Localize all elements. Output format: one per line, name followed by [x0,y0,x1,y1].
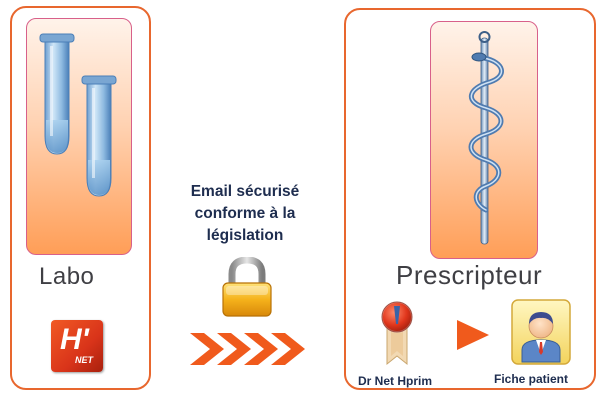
hnet-logo: H' NET [51,320,103,372]
labo-label: Labo [39,263,95,290]
hnet-logo-sub: NET [75,355,93,365]
labo-card [26,18,132,255]
chevron-arrows-icon [190,333,305,365]
email-caption: Email sécurisé conforme à la législation [170,181,320,247]
fiche-patient-label: Fiche patient [494,372,569,386]
doctor-label: Dr Net Hprim [358,374,433,388]
prescripteur-label: Prescripteur [396,260,543,290]
patient-card-icon [511,299,571,365]
email-caption-line: législation [206,227,284,244]
test-tubes-icon [39,33,117,197]
email-caption-line: conforme à la [194,205,296,222]
email-caption-line: Email sécurisé [190,183,300,200]
padlock-icon [222,257,272,317]
caduceus-icon [468,31,504,245]
doctor-ribbon-icon [381,301,413,366]
triangle-arrow-icon [457,320,489,350]
hnet-logo-main: H' [60,323,89,356]
